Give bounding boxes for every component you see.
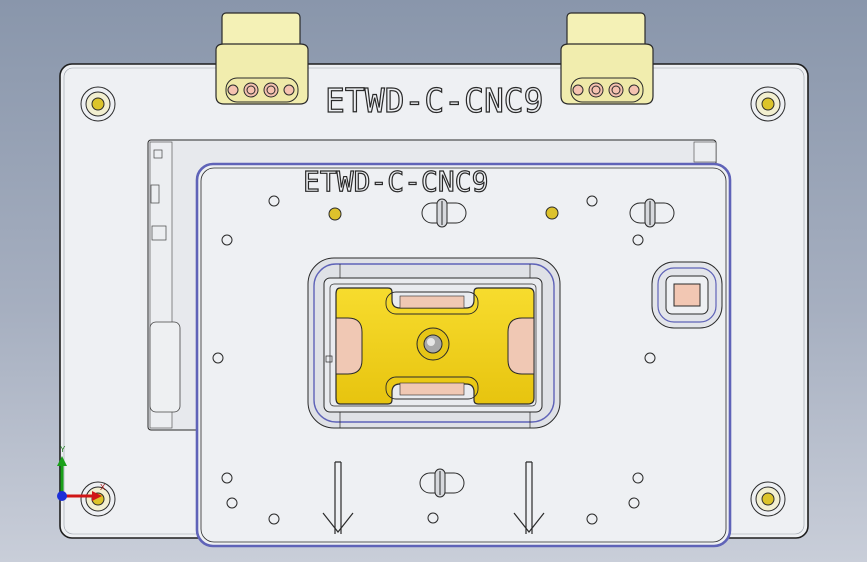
axis-y-label: Y [60, 445, 66, 454]
square-pocket [651, 261, 723, 329]
outer-engraving: ETWD-C-CNC9 [325, 81, 544, 120]
corner-screw-bl [80, 481, 116, 517]
corner-screw-tr [750, 86, 786, 122]
corner-screw-br [750, 481, 786, 517]
clamp-right[interactable] [560, 12, 654, 105]
slot-screw-bottom[interactable] [419, 468, 465, 498]
arrow-right [513, 461, 545, 534]
locating-pin-right [545, 206, 559, 220]
inner-engraving: ETWD-C-CNC9 [303, 165, 488, 198]
arrow-left [322, 461, 354, 534]
axis-x-label: X [100, 483, 106, 492]
clamp-left[interactable] [215, 12, 309, 105]
locating-pin-left [328, 207, 342, 221]
slot-screw-top[interactable] [421, 198, 467, 228]
corner-screw-tl [80, 86, 116, 122]
axis-triad: Y X [57, 445, 106, 501]
slot-screw-right[interactable] [629, 198, 675, 228]
workpiece[interactable] [335, 287, 535, 405]
mounting-holes [212, 195, 656, 525]
